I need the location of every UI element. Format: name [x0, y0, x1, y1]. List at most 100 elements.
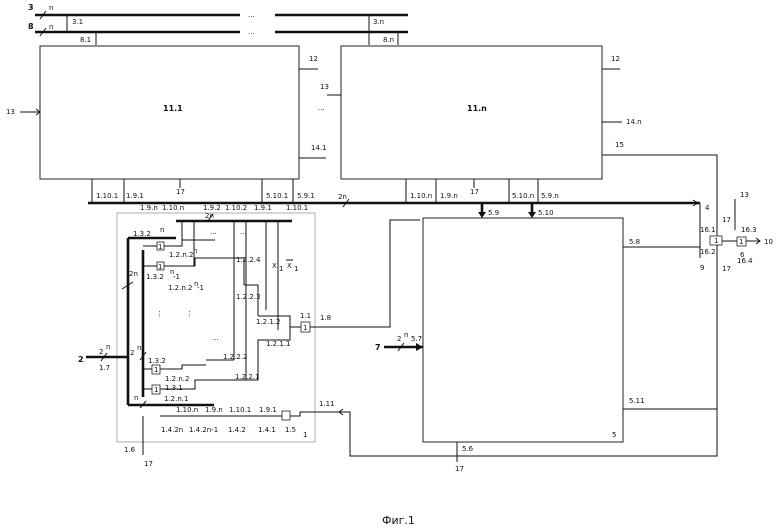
svg-text:1: 1: [739, 238, 743, 246]
svg-text:5.8: 5.8: [629, 238, 640, 246]
svg-text:17: 17: [722, 216, 731, 224]
svg-text:5.10.1: 5.10.1: [266, 192, 288, 200]
svg-text:9: 9: [700, 264, 704, 272]
svg-text:3: 3: [28, 3, 34, 12]
svg-text:1.9.n: 1.9.n: [440, 192, 458, 200]
svg-text:1: 1: [158, 263, 162, 271]
svg-text:11.1: 11.1: [163, 104, 183, 113]
bus-8: 8 n ... 8.1 8.n: [28, 22, 408, 45]
svg-text:1.9.1: 1.9.1: [126, 192, 144, 200]
svg-text:2: 2: [397, 335, 401, 343]
svg-text:n: n: [134, 394, 138, 402]
svg-text:1.6: 1.6: [124, 446, 136, 454]
svg-text:8.n: 8.n: [383, 36, 394, 44]
block-5: 5 7 2 n 5.7 5.8 5.11 5.6 17: [375, 218, 717, 473]
svg-text:-1: -1: [197, 284, 204, 292]
svg-text:1: 1: [154, 386, 158, 394]
svg-text:1: 1: [714, 237, 718, 245]
svg-text:1.2.1.1: 1.2.1.1: [266, 340, 291, 348]
svg-text:1.2.2.3: 1.2.2.3: [236, 293, 261, 301]
svg-text:14.n: 14.n: [626, 118, 642, 126]
svg-text:17: 17: [176, 188, 185, 196]
svg-text:1.3.1: 1.3.1: [165, 384, 183, 392]
svg-text:X: X: [272, 262, 277, 270]
svg-text:1.4.2n-1: 1.4.2n-1: [189, 426, 218, 434]
svg-text:1.9.n: 1.9.n: [140, 204, 158, 212]
svg-text:1.2.1.2: 1.2.1.2: [256, 318, 281, 326]
svg-text:n: n: [106, 343, 110, 351]
svg-text:n: n: [49, 23, 53, 31]
svg-text:8.1: 8.1: [80, 36, 91, 44]
svg-text:1.4.2: 1.4.2: [228, 426, 246, 434]
svg-text:17: 17: [455, 465, 464, 473]
svg-text:n: n: [137, 344, 141, 352]
svg-text:1: 1: [279, 265, 283, 273]
svg-text:12: 12: [309, 55, 318, 63]
svg-text:1.9.n: 1.9.n: [205, 406, 223, 414]
svg-text:17: 17: [470, 188, 479, 196]
svg-text:4: 4: [705, 204, 710, 212]
svg-text:1: 1: [294, 265, 298, 273]
svg-text:13: 13: [6, 108, 15, 116]
svg-text:1.2.n.1: 1.2.n.1: [164, 395, 188, 403]
svg-text:10: 10: [764, 238, 773, 246]
svg-text:1: 1: [158, 243, 162, 251]
svg-text:5.9.1: 5.9.1: [297, 192, 315, 200]
svg-text:17: 17: [722, 265, 731, 273]
svg-text:16.3: 16.3: [741, 226, 757, 234]
svg-text:5.6: 5.6: [462, 445, 474, 453]
svg-text:...: ...: [212, 334, 219, 342]
svg-text:1.3.2: 1.3.2: [146, 273, 164, 281]
svg-text:1.10.1: 1.10.1: [96, 192, 118, 200]
svg-text:14.1: 14.1: [311, 144, 327, 152]
svg-text:2: 2: [130, 349, 134, 357]
svg-text:n: n: [160, 226, 164, 234]
block-1: 1 2 2 n 1.7 2n 2 n n 1.9.n 1.10.n 1.9.2 …: [78, 204, 420, 468]
svg-text:5.7: 5.7: [411, 335, 422, 343]
block-16: 1 1 10 16.1 16.3 16.4 6 16.2 9 13 17 17: [700, 191, 773, 456]
svg-text:...: ...: [318, 104, 325, 112]
svg-text:...: ...: [248, 11, 255, 19]
svg-text:X: X: [287, 262, 292, 270]
svg-text:11.n: 11.n: [467, 104, 487, 113]
svg-text:1.2.n.2: 1.2.n.2: [168, 284, 192, 292]
svg-text:n: n: [49, 4, 53, 12]
svg-text:5.10: 5.10: [538, 209, 554, 217]
block-11-1: 11.1 13 12 14.1 13 ...: [6, 46, 329, 179]
svg-text:2n: 2n: [338, 193, 347, 201]
svg-text:1: 1: [154, 366, 158, 374]
svg-text:8: 8: [28, 22, 34, 31]
svg-text:5.11: 5.11: [629, 397, 645, 405]
svg-text:5.9.n: 5.9.n: [541, 192, 559, 200]
svg-text:1: 1: [303, 431, 307, 439]
svg-text:n: n: [404, 331, 408, 339]
svg-text:1.10.2: 1.10.2: [225, 204, 247, 212]
svg-text:17: 17: [144, 460, 153, 468]
svg-text:1.7: 1.7: [99, 364, 110, 372]
svg-text:16.1: 16.1: [700, 226, 716, 234]
svg-text:1.2.2.4: 1.2.2.4: [236, 256, 261, 264]
svg-text:1.8: 1.8: [320, 314, 331, 322]
svg-text:1.2.n.2: 1.2.n.2: [165, 375, 189, 383]
svg-text:2: 2: [99, 348, 103, 356]
arrows-5-9-5-10: 5.9 5.10: [478, 203, 554, 218]
svg-text:-1: -1: [173, 273, 180, 281]
svg-text:1.4.1: 1.4.1: [258, 426, 276, 434]
svg-text:1.2.n.2: 1.2.n.2: [169, 251, 193, 259]
svg-text:6: 6: [740, 251, 745, 259]
svg-text:1.1: 1.1: [300, 312, 311, 320]
svg-text:⋮: ⋮: [156, 310, 163, 318]
figure-caption: Фиг.1: [382, 514, 415, 527]
svg-text:1: 1: [303, 324, 307, 332]
svg-text:1.9.1: 1.9.1: [259, 406, 277, 414]
svg-text:1.4.2n: 1.4.2n: [161, 426, 183, 434]
svg-text:1.10.1: 1.10.1: [229, 406, 251, 414]
svg-text:1.3.2: 1.3.2: [133, 230, 151, 238]
svg-text:5.10.n: 5.10.n: [512, 192, 534, 200]
svg-text:15: 15: [615, 141, 624, 149]
svg-text:1.3.2: 1.3.2: [148, 357, 166, 365]
svg-text:3.n: 3.n: [373, 18, 384, 26]
svg-text:1.10.n: 1.10.n: [176, 406, 198, 414]
svg-text:16.2: 16.2: [700, 248, 716, 256]
